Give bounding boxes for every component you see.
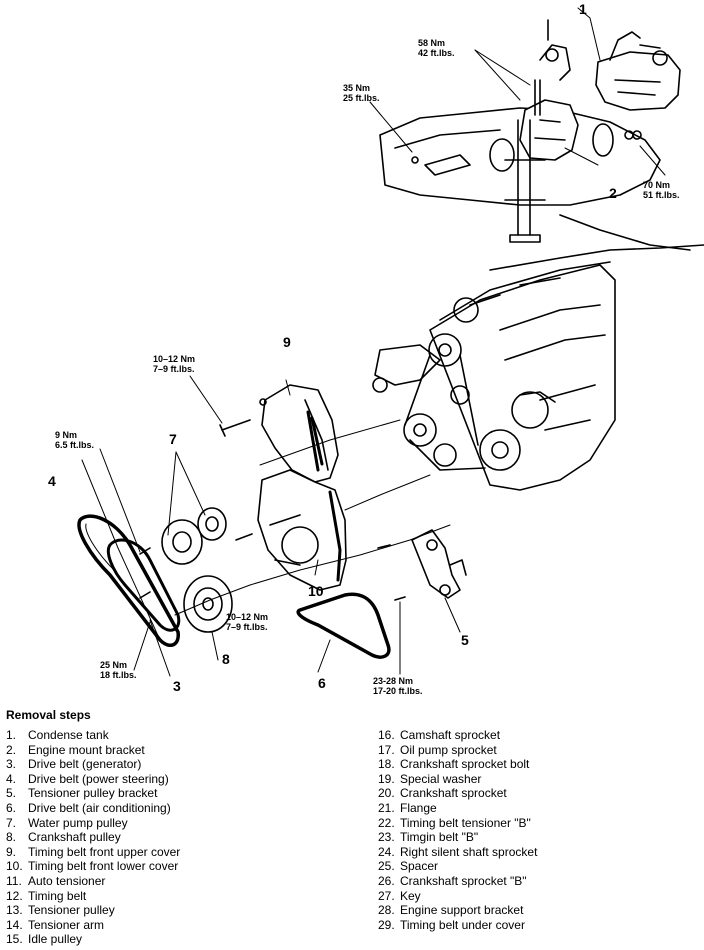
- list-item: 16.Camshaft sprocket: [378, 728, 501, 742]
- list-item: 9.Timing belt front upper cover: [6, 844, 181, 859]
- list-item: 24.Right silent shaft sprocket: [378, 844, 538, 859]
- list-item: 15.Idle pulley: [6, 932, 83, 947]
- callout-9: 9: [283, 334, 291, 350]
- mount-bolt-stud: [504, 79, 546, 243]
- engine-block: [372, 261, 616, 491]
- list-item: 25.Spacer: [378, 859, 439, 874]
- list-item: 21.Flange: [378, 800, 437, 815]
- timing-belt-front-upper-cover: [259, 384, 339, 483]
- drive-belt-air-conditioning: [296, 592, 391, 659]
- removal-steps-title: Removal steps: [6, 708, 91, 722]
- engine-mount-bracket: [519, 19, 579, 161]
- callout-1: 1: [579, 1, 587, 17]
- condense-tank: [595, 31, 681, 111]
- list-item: 13.Tensioner pulley: [6, 903, 115, 918]
- removal-steps-left-column: 1.Condense tank 2.Engine mount bracket 3…: [6, 728, 180, 947]
- leader-lines: [81, 7, 666, 677]
- list-item: 2.Engine mount bracket: [6, 742, 145, 757]
- callout-3: 3: [173, 678, 181, 694]
- mount-washers: [411, 123, 642, 176]
- tensioner-pulley-bracket: [377, 529, 467, 601]
- callout-7: 7: [169, 431, 177, 447]
- list-item: 22.Timing belt tensioner "B": [378, 815, 531, 830]
- callout-8: 8: [222, 651, 230, 667]
- list-item: 10.Timing belt front lower cover: [6, 859, 179, 874]
- list-item: 28.Engine support bracket: [378, 903, 524, 918]
- list-item: 7.Water pump pulley: [6, 815, 128, 830]
- list-item: 14.Tensioner arm: [6, 917, 105, 932]
- list-item: 1.Condense tank: [6, 728, 109, 742]
- callout-2: 2: [609, 185, 617, 201]
- list-item: 20.Crankshaft sprocket: [378, 786, 507, 801]
- drive-belt-power-steering: [77, 514, 180, 648]
- callout-5: 5: [461, 632, 469, 648]
- list-item: 11.Auto tensioner: [6, 873, 106, 888]
- list-item: 18.Crankshaft sprocket bolt: [378, 757, 530, 772]
- list-item: 27.Key: [378, 888, 421, 903]
- engine-mount-area: [379, 107, 704, 271]
- list-item: 6.Drive belt (air conditioning): [6, 800, 171, 815]
- exploded-engine-diagram: [77, 7, 704, 677]
- list-item: 4.Drive belt (power steering): [6, 771, 169, 786]
- bolts: [139, 419, 253, 599]
- callout-4: 4: [48, 473, 56, 489]
- timing-belt-routing: [403, 333, 556, 471]
- list-item: 17.Oil pump sprocket: [378, 742, 497, 757]
- list-item: 23.Timgin belt "B": [378, 830, 479, 845]
- list-item: 29.Timing belt under cover: [378, 917, 525, 932]
- crankshaft-pulley: [183, 575, 233, 633]
- list-item: 19.Special washer: [378, 771, 482, 786]
- callout-6: 6: [318, 675, 326, 691]
- removal-steps-right-column: 16.Camshaft sprocket 17.Oil pump sprocke…: [378, 728, 537, 932]
- list-item: 3.Drive belt (generator): [6, 757, 142, 772]
- list-item: 26.Crankshaft sprocket "B": [378, 873, 527, 888]
- list-item: 12.Timing belt: [6, 888, 87, 903]
- timing-belt-front-lower-cover: [257, 469, 347, 591]
- water-pump-pulley: [161, 507, 227, 565]
- list-item: 5.Tensioner pulley bracket: [6, 786, 158, 801]
- list-item: 8.Crankshaft pulley: [6, 830, 121, 845]
- callout-10: 10: [308, 583, 324, 599]
- drive-belt-generator: [106, 538, 181, 632]
